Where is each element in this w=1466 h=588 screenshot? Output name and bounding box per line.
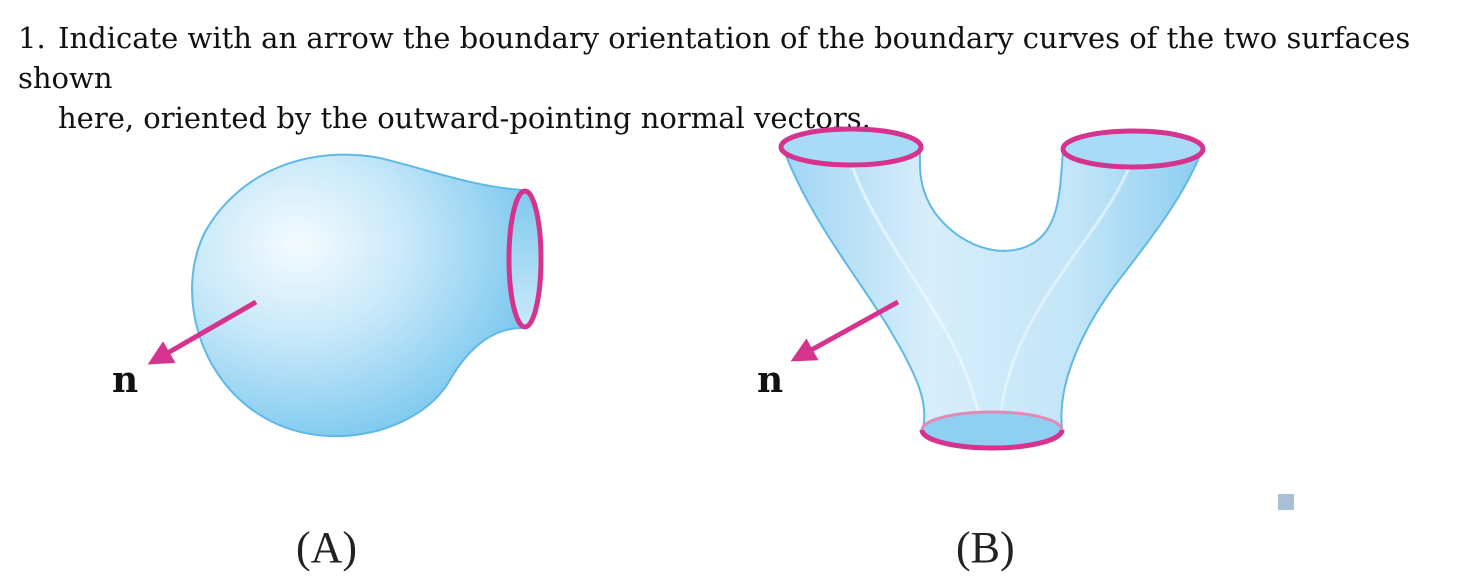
surface-a-opening <box>509 191 541 327</box>
corner-marker-square <box>1278 494 1294 510</box>
normal-label-a: n <box>112 359 138 401</box>
problem-text-line-1: Indicate with an arrow the boundary orie… <box>18 21 1411 95</box>
surface-b-top-left-opening <box>781 129 921 165</box>
boundary-curve-b-bottom-back <box>920 410 1064 431</box>
normal-arrow-a <box>147 299 258 365</box>
surface-a: n (A) <box>112 153 544 572</box>
boundary-curve-b-top-right <box>1060 128 1206 170</box>
surface-a-body <box>191 153 523 438</box>
surface-b-body <box>781 147 1204 429</box>
normal-arrow-b <box>790 299 900 362</box>
problem-statement: 1.Indicate with an arrow the boundary or… <box>18 18 1458 138</box>
figure-label-b: (B) <box>956 523 1015 572</box>
normal-label-b: n <box>757 359 783 401</box>
surface-b-highlight <box>848 159 982 421</box>
surface-b-bottom-opening <box>922 412 1062 448</box>
problem-text-line-2: here, oriented by the outward-pointing n… <box>58 101 871 135</box>
figure-label-a: (A) <box>296 523 357 572</box>
problem-line-1: 1.Indicate with an arrow the boundary or… <box>18 18 1458 98</box>
boundary-curve-a <box>506 188 544 330</box>
problem-number: 1. <box>18 21 46 55</box>
surface-b-top-right-opening <box>1063 131 1203 167</box>
surface-b: n (B) <box>757 126 1206 572</box>
boundary-curve-b-bottom-front <box>919 429 1065 451</box>
boundary-curve-b-top-left <box>778 126 924 168</box>
surface-b-highlight-2 <box>998 164 1132 421</box>
